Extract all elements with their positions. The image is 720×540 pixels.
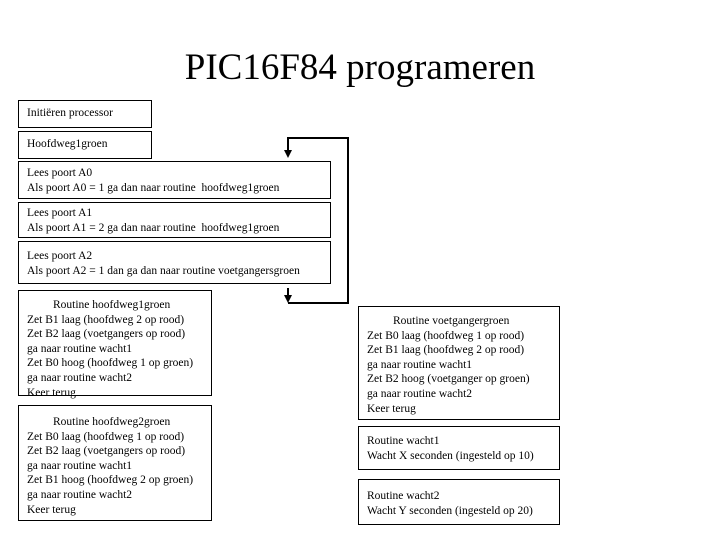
box-line: ga naar routine wacht2 [367, 387, 473, 400]
box-line: Routine wacht2 [367, 490, 440, 502]
box-line: Keer terug [27, 503, 76, 516]
box-line: Wacht X seconden (ingesteld op 10) [367, 449, 534, 462]
box-line: ga naar routine wacht2 [27, 371, 133, 384]
box-line: Zet B2 laag (voetgangers op rood) [27, 328, 186, 341]
connector-loop-top-horizontal [288, 137, 349, 139]
box-routine-wacht1-lines: Routine wacht1 Wacht X seconden (ingeste… [359, 427, 559, 463]
box-line: Routine voetgangergroen [393, 315, 510, 327]
connector-loop-top-down-stem [287, 137, 289, 151]
box-line: Hoofdweg1groen [27, 138, 108, 150]
connector-arrow-into-lees-a0 [284, 150, 292, 158]
box-routine-wacht1[interactable]: Routine wacht1 Wacht X seconden (ingeste… [358, 426, 560, 470]
box-routine-hoofdweg1groen-lines: Routine hoofdweg1groen Zet B1 laag (hoof… [19, 291, 211, 400]
box-line: Wacht Y seconden (ingesteld op 20) [367, 504, 533, 517]
box-line: Lees poort A1 [27, 207, 93, 219]
box-line: ga naar routine wacht2 [27, 488, 133, 501]
box-line: Lees poort A0 [27, 167, 93, 179]
connector-loop-bottom-down-stem [287, 288, 289, 297]
box-line: Zet B0 laag (hoofdweg 1 op rood) [367, 329, 525, 342]
box-line: Keer terug [367, 402, 416, 415]
box-hoofdweg1groen-lines: Hoofdweg1groen [19, 132, 151, 152]
box-line: Keer terug [27, 386, 76, 399]
box-initieren-processor-lines: Initiëren processor [19, 101, 151, 121]
connector-arrow-out-of-lees-a2 [284, 295, 292, 303]
box-line: Initiëren processor [27, 107, 113, 119]
box-lees-poort-a0-lines: Lees poort A0 Als poort A0 = 1 ga dan na… [19, 162, 330, 195]
box-routine-wacht2-lines: Routine wacht2 Wacht Y seconden (ingeste… [359, 480, 559, 518]
box-hoofdweg1groen[interactable]: Hoofdweg1groen [18, 131, 152, 159]
box-line: Routine wacht1 [367, 435, 440, 447]
connector-loop-right-vertical [347, 137, 349, 304]
page-title: PIC16F84 programeren [184, 47, 536, 88]
box-line: Als poort A1 = 2 ga dan naar routine hoo… [27, 221, 280, 234]
box-initieren-processor[interactable]: Initiëren processor [18, 100, 152, 128]
box-line: ga naar routine wacht1 [367, 358, 473, 371]
connector-loop-bottom-horizontal [288, 302, 349, 304]
box-lees-poort-a2-lines: Lees poort A2 Als poort A2 = 1 dan ga da… [19, 242, 330, 278]
box-routine-hoofdweg2groen-lines: Routine hoofdweg2groen Zet B0 laag (hoof… [19, 406, 211, 517]
box-line: Zet B1 laag (hoofdweg 2 op rood) [27, 313, 185, 326]
box-line: Zet B1 laag (hoofdweg 2 op rood) [367, 344, 525, 357]
box-lees-poort-a1[interactable]: Lees poort A1 Als poort A1 = 2 ga dan na… [18, 202, 331, 238]
box-line: Zet B1 hoog (hoofdweg 2 op groen) [27, 474, 194, 487]
box-lees-poort-a1-lines: Lees poort A1 Als poort A1 = 2 ga dan na… [19, 203, 330, 235]
box-line: Zet B2 hoog (voetganger op groen) [367, 373, 530, 386]
box-line: Zet B0 hoog (hoofdweg 1 op groen) [27, 357, 194, 370]
box-line: Routine hoofdweg2groen [53, 416, 171, 428]
box-line: ga naar routine wacht1 [27, 342, 133, 355]
box-routine-wacht2[interactable]: Routine wacht2 Wacht Y seconden (ingeste… [358, 479, 560, 525]
box-line: Zet B2 laag (voetgangers op rood) [27, 445, 186, 458]
box-lees-poort-a2[interactable]: Lees poort A2 Als poort A2 = 1 dan ga da… [18, 241, 331, 284]
box-line: Als poort A0 = 1 ga dan naar routine hoo… [27, 181, 280, 194]
box-routine-voetgangergroen[interactable]: Routine voetgangergroen Zet B0 laag (hoo… [358, 306, 560, 420]
box-routine-voetgangergroen-lines: Routine voetgangergroen Zet B0 laag (hoo… [359, 307, 559, 416]
box-line: Als poort A2 = 1 dan ga dan naar routine… [27, 264, 300, 277]
box-routine-hoofdweg2groen[interactable]: Routine hoofdweg2groen Zet B0 laag (hoof… [18, 405, 212, 521]
box-routine-hoofdweg1groen[interactable]: Routine hoofdweg1groen Zet B1 laag (hoof… [18, 290, 212, 399]
box-line: ga naar routine wacht1 [27, 459, 133, 472]
box-line: Zet B0 laag (hoofdweg 1 op rood) [27, 430, 185, 443]
box-line: Lees poort A2 [27, 250, 93, 262]
box-lees-poort-a0[interactable]: Lees poort A0 Als poort A0 = 1 ga dan na… [18, 161, 331, 199]
box-line: Routine hoofdweg1groen [53, 299, 171, 311]
